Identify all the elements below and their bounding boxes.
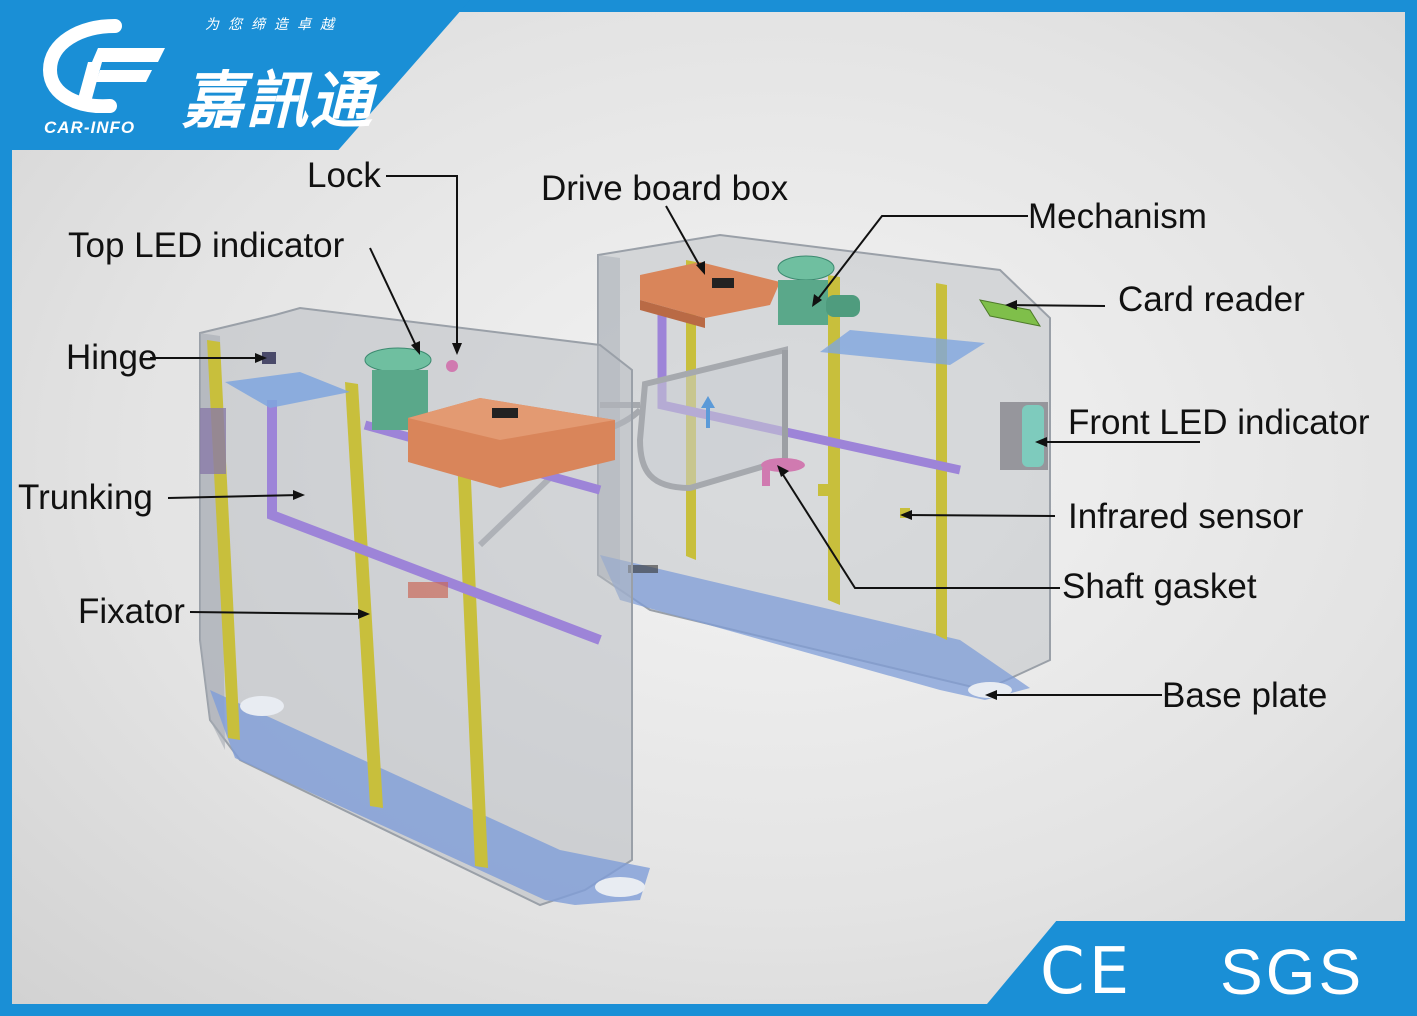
brand-slogan: 为您缔造卓越 [205,17,343,33]
top-led-leader [369,247,419,351]
left-cabinet [199,306,650,907]
label-mechanism: Mechanism [1028,197,1207,236]
leader-lines [150,175,1200,696]
car-info-logo-icon [42,19,165,113]
shaft-gasket-leader [779,469,1060,589]
leader-arrowheads [255,261,1047,700]
label-trunking: Trunking [18,478,153,517]
label-top-led-indicator: Top LED indicator [68,226,345,265]
ce-mark-icon: CE [1040,935,1134,1009]
mechanism-leader [814,215,1028,304]
left-base-plate [210,690,650,905]
label-hinge: Hinge [66,338,158,377]
label-base-plate: Base plate [1162,676,1328,715]
label-card-reader: Card reader [1118,280,1305,319]
right-cabinet [597,233,1051,700]
label-shaft-gasket: Shaft gasket [1062,567,1257,606]
card-reader-leader [1009,304,1106,307]
brand-name-english: CAR-INFO [44,118,136,137]
infrared-sensor-leader [904,514,1056,517]
lock-leader [386,175,458,350]
trunking-leader [167,494,301,499]
label-drive-board-box: Drive board box [541,169,789,208]
sgs-mark-icon: SGS [1220,936,1365,1008]
drive-board-box-leader [665,205,703,271]
label-infrared-sensor: Infrared sensor [1068,497,1304,536]
brand-name-chinese: 嘉訊通 [182,64,375,137]
right-base-plate [600,555,1030,700]
label-fixator: Fixator [78,592,185,631]
label-front-led-indicator: Front LED indicator [1068,403,1370,442]
label-lock: Lock [307,156,381,195]
fixator-leader [189,611,366,615]
certification-footer [977,921,1417,1016]
